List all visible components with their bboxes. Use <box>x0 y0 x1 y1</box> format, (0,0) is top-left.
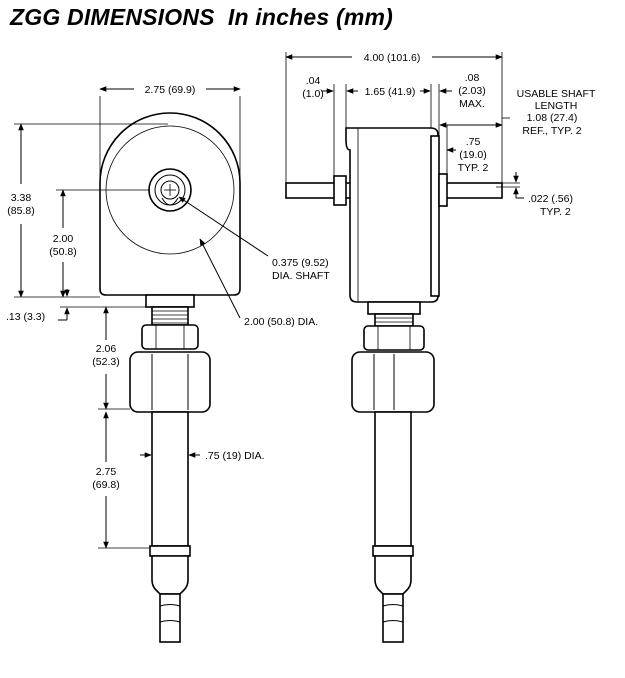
dim-overall: 4.00 (101.6) <box>364 52 421 64</box>
dim-probe-mm: (69.8) <box>92 479 119 491</box>
dim-gap-mm: (1.0) <box>302 88 324 100</box>
side-rear-hub <box>438 173 448 207</box>
front-housing <box>99 112 241 296</box>
side-view: 4.00 (101.6) .04 (1.0) 1.65 (41.9) .08 (… <box>285 52 596 643</box>
side-body <box>345 127 439 303</box>
label-body-dia: 2.00 (50.8) DIA. <box>244 316 318 328</box>
label-usable-2: LENGTH <box>535 100 578 112</box>
dim-max-mm: (2.03) <box>458 85 485 97</box>
label-shaft-dia-1: 0.375 (9.52) <box>272 257 329 269</box>
dim-small-typ: TYP. 2 <box>540 206 571 218</box>
front-flange <box>145 294 195 308</box>
front-probe <box>151 411 189 547</box>
side-cable <box>382 593 404 643</box>
side-washer-nut <box>363 325 425 351</box>
dim-front-width: 2.75 (69.9) <box>145 84 196 96</box>
front-thread <box>151 306 189 326</box>
front-washer-nut <box>141 324 199 350</box>
front-cable-boot <box>151 555 189 595</box>
dim-gap-in: .04 <box>306 75 321 87</box>
front-view: 2.75 (69.9) 3.38 (85.8) 2.00 (50.8) 0.37… <box>6 84 330 643</box>
side-thread <box>374 313 414 327</box>
dim-ext-mm: (19.0) <box>459 149 486 161</box>
dim-front-height-in: 3.38 <box>11 192 32 204</box>
side-rear-plate <box>430 135 440 297</box>
front-hex-nut <box>129 351 211 413</box>
dim-small: .022 (.56) <box>528 193 573 205</box>
side-probe <box>374 411 412 547</box>
front-retaining-clip <box>161 197 179 206</box>
label-usable-4: REF., TYP. 2 <box>522 125 581 137</box>
dim-fitting-mm: (52.3) <box>92 356 119 368</box>
dim-front-center-mm: (50.8) <box>49 246 76 258</box>
dim-front-center-in: 2.00 <box>53 233 74 245</box>
dim-max-in: .08 <box>465 72 480 84</box>
dim-front-height-mm: (85.8) <box>7 205 34 217</box>
front-cable <box>159 593 181 643</box>
dim-body-length: 1.65 (41.9) <box>365 86 416 98</box>
side-probe-band <box>372 545 414 557</box>
label-usable-3: 1.08 (27.4) <box>527 112 578 124</box>
dim-fitting-in: 2.06 <box>96 343 117 355</box>
side-flange <box>367 301 421 315</box>
side-front-hub <box>333 175 347 206</box>
side-cable-boot <box>374 555 412 595</box>
side-hex-nut <box>351 351 435 413</box>
page-title: ZGG DIMENSIONS In inches (mm) <box>10 4 393 30</box>
label-usable-1: USABLE SHAFT <box>517 88 596 100</box>
dim-ext-typ: TYP. 2 <box>458 162 489 174</box>
front-shaft <box>160 180 180 200</box>
front-probe-band <box>149 545 191 557</box>
dim-flange: .13 (3.3) <box>6 311 45 323</box>
label-shaft-dia-2: DIA. SHAFT <box>272 270 330 282</box>
dim-ext-in: .75 <box>466 136 481 148</box>
dim-probe-dia: .75 (19) DIA. <box>205 450 265 462</box>
dim-probe-in: 2.75 <box>96 466 117 478</box>
dim-max-label: MAX. <box>459 98 485 110</box>
